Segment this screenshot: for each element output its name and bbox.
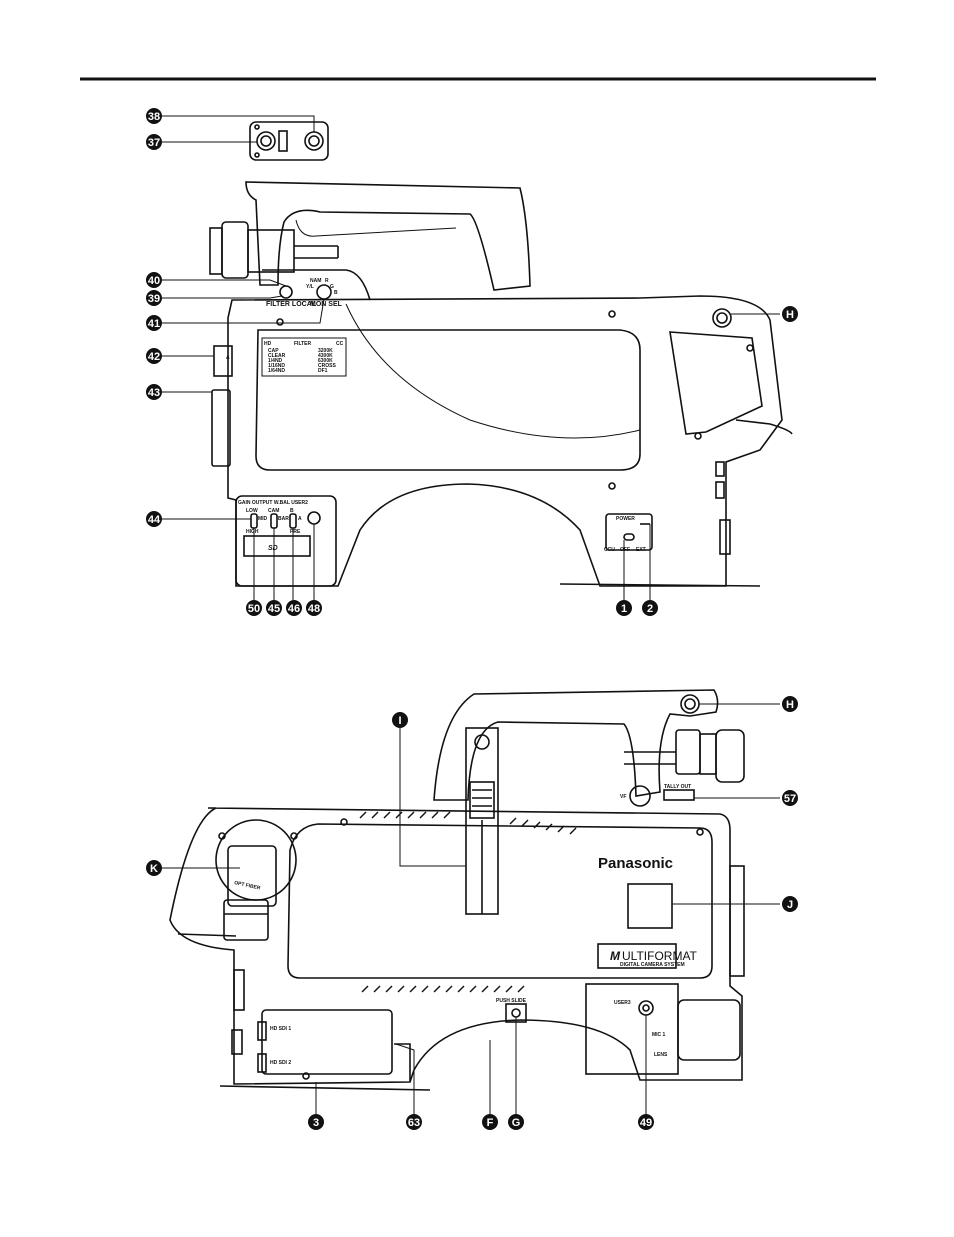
- callout-j: J: [787, 899, 793, 911]
- callout-f: F: [487, 1117, 494, 1129]
- ccu-label: CCU: [604, 547, 615, 553]
- filter-item: 1/16ND: [268, 363, 285, 369]
- bar-label: BAR: [278, 516, 289, 522]
- callout-40: 40: [148, 275, 160, 287]
- r-label: R: [325, 278, 329, 284]
- callout-42: 42: [148, 351, 160, 363]
- high-label: HIGH: [246, 529, 259, 535]
- mic1-label: MIC 1: [652, 1032, 666, 1038]
- pre-label: PRE: [290, 529, 301, 535]
- panel-header: GAIN OUTPUT W.BAL USER2: [238, 500, 308, 506]
- brand-logo: Panasonic: [598, 855, 673, 872]
- filter-item: 1/64ND: [268, 368, 285, 374]
- carry-handle: [245, 181, 531, 291]
- filter-a-label: A: [226, 355, 230, 361]
- callout-k: K: [150, 863, 158, 875]
- callout-57: 57: [784, 793, 796, 805]
- callout-2: 2: [647, 603, 653, 615]
- sd-logo: SD: [268, 545, 278, 552]
- callout-h-bottom: H: [786, 699, 794, 711]
- multiformat-m: M: [610, 949, 621, 963]
- callout-h-top: H: [786, 309, 794, 321]
- callout-49: 49: [640, 1117, 652, 1129]
- multiformat-sub: DIGITAL CAMERA SYSTEM: [620, 962, 685, 968]
- camera-body: [227, 295, 783, 587]
- filter-item: 6300K: [318, 358, 333, 364]
- filter-item: CLEAR: [268, 353, 286, 359]
- hd-sdi2-label: HD SDI 2: [270, 1060, 291, 1066]
- vent-slots: [359, 811, 577, 993]
- callout-38: 38: [148, 111, 160, 123]
- mon-sel-label: MON SEL: [310, 301, 343, 308]
- filter-item: CROSS: [318, 363, 336, 369]
- camera-body-right: [169, 807, 743, 1085]
- g-label: G: [330, 284, 334, 290]
- callout-37: 37: [148, 137, 160, 149]
- filter-hd-label: HD: [264, 341, 272, 347]
- callout-46: 46: [288, 603, 300, 615]
- mid-label: MID: [258, 516, 268, 522]
- ext-label: EXT: [636, 547, 646, 553]
- filter-item: 1/4ND: [268, 358, 283, 364]
- callout-39: 39: [148, 293, 160, 305]
- top-callouts: 38 37 40 39 41 42 43 44 50 45 46 48 1 2 …: [146, 108, 798, 616]
- power-label: POWER: [616, 516, 635, 522]
- callout-48: 48: [308, 603, 320, 615]
- bottom-view: [169, 689, 745, 1091]
- carry-handle-right: [433, 689, 719, 801]
- callout-44: 44: [148, 514, 161, 526]
- opt-fiber-label: OPT FIBER: [234, 880, 262, 891]
- bottom-leaders: [162, 703, 780, 1114]
- rear-knob-h: [712, 308, 732, 328]
- bottom-view-labels: VF TALLY OUT Panasonic M ULTIFORMAT DIGI…: [234, 784, 698, 1066]
- callout-i: I: [398, 715, 401, 727]
- callout-g: G: [512, 1117, 521, 1129]
- hd-sdi1-label: HD SDI 1: [270, 1026, 291, 1032]
- wbal-b-label: B: [290, 508, 294, 514]
- callout-45: 45: [268, 603, 280, 615]
- filter-local-label: FILTER LOCAL: [266, 301, 317, 308]
- low-label: LOW: [246, 508, 258, 514]
- yl-label: Y/L: [306, 284, 314, 290]
- callout-3: 3: [313, 1117, 319, 1129]
- callout-41: 41: [148, 318, 160, 330]
- filter-item: 4300K: [318, 353, 333, 359]
- vf-label: VF: [620, 794, 626, 800]
- operation-panel: [235, 495, 337, 587]
- lens-label: LENS: [654, 1052, 668, 1058]
- wbal-a-label: A: [298, 516, 302, 522]
- rear-panel: [669, 331, 763, 435]
- callout-50: 50: [248, 603, 260, 615]
- filter-item: CAP: [268, 348, 279, 354]
- nam-label: NAM: [310, 278, 321, 284]
- multiformat-label: ULTIFORMAT: [622, 949, 698, 963]
- callout-63: 63: [408, 1117, 420, 1129]
- power-panel: [605, 513, 653, 551]
- top-view-labels: FILTER LOCAL NAM R Y/L G B MON SEL A HD …: [226, 278, 646, 553]
- filter-item: DF1: [318, 368, 328, 374]
- top-leaders: [162, 115, 780, 600]
- side-panel-right: [287, 823, 713, 979]
- top-view: [209, 121, 793, 587]
- push-slide-label: PUSH SLIDE: [496, 998, 527, 1004]
- filter-item: 3200K: [318, 348, 333, 354]
- tally-out-label: TALLY OUT: [664, 784, 691, 790]
- label-panel: [627, 883, 673, 929]
- callout-1: 1: [621, 603, 627, 615]
- filter-chart: [261, 337, 347, 377]
- off-label: OFF: [620, 547, 630, 553]
- viewfinder-mount: [209, 221, 339, 279]
- bottom-callouts: H I 57 K J 3 63 F G 49: [146, 696, 798, 1130]
- user3-label: USER3: [614, 1000, 631, 1006]
- remote-unit: [249, 121, 329, 161]
- callout-43: 43: [148, 387, 160, 399]
- filter-title: FILTER: [294, 341, 312, 347]
- b-label: B: [334, 290, 338, 296]
- cam-label: CAM: [268, 508, 279, 514]
- filter-cc-label: CC: [336, 341, 344, 347]
- side-panel: [255, 329, 641, 471]
